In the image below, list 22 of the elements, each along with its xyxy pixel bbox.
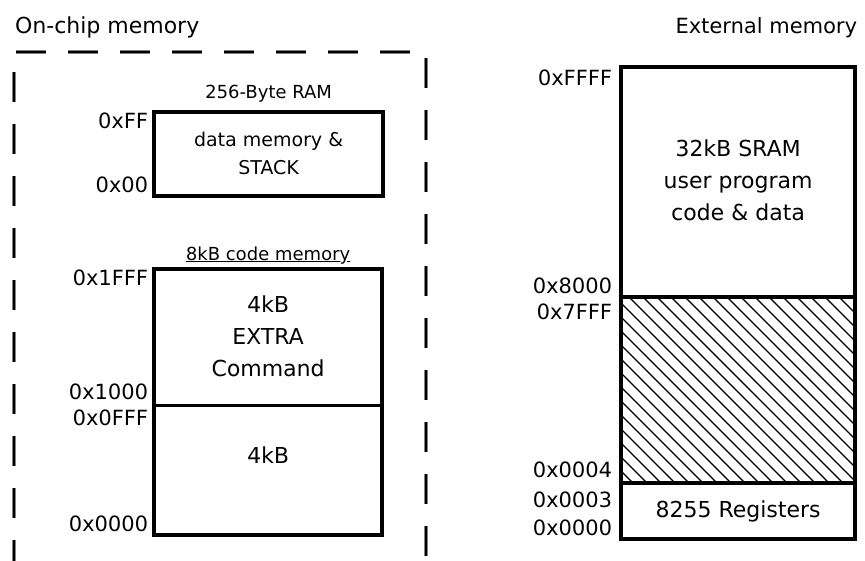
address-label: 0x00	[95, 173, 148, 197]
block-label: 8255 Registers	[654, 497, 822, 525]
address-label: 0x1FFF	[72, 266, 148, 290]
unused-memory-hatched-block	[619, 297, 857, 483]
address-label: 0x1000	[68, 380, 148, 404]
address-label: 0x7FFF	[536, 300, 612, 324]
block-label: 4kB EXTRA Command	[210, 292, 326, 384]
address-label: 0x0FFF	[72, 406, 148, 430]
address-label: 0x0004	[532, 458, 612, 482]
address-label: 0xFF	[98, 109, 148, 133]
block-heading: 256-Byte RAM	[204, 82, 333, 103]
section-heading: External memory	[675, 14, 857, 38]
address-label: 0x0003	[532, 488, 612, 512]
block-label: 32kB SRAM user program code & data	[662, 136, 814, 228]
region-heading: On-chip memory	[15, 14, 200, 39]
address-label: 0x0000	[68, 512, 148, 536]
block-label: data memory & STACK	[194, 128, 344, 181]
address-label: 0x8000	[532, 274, 612, 298]
address-label: 0xFFFF	[538, 66, 612, 90]
address-label: 0x0000	[532, 516, 612, 540]
block-label: 4kB	[246, 443, 290, 471]
block-heading: 8kB code memory	[184, 244, 352, 265]
